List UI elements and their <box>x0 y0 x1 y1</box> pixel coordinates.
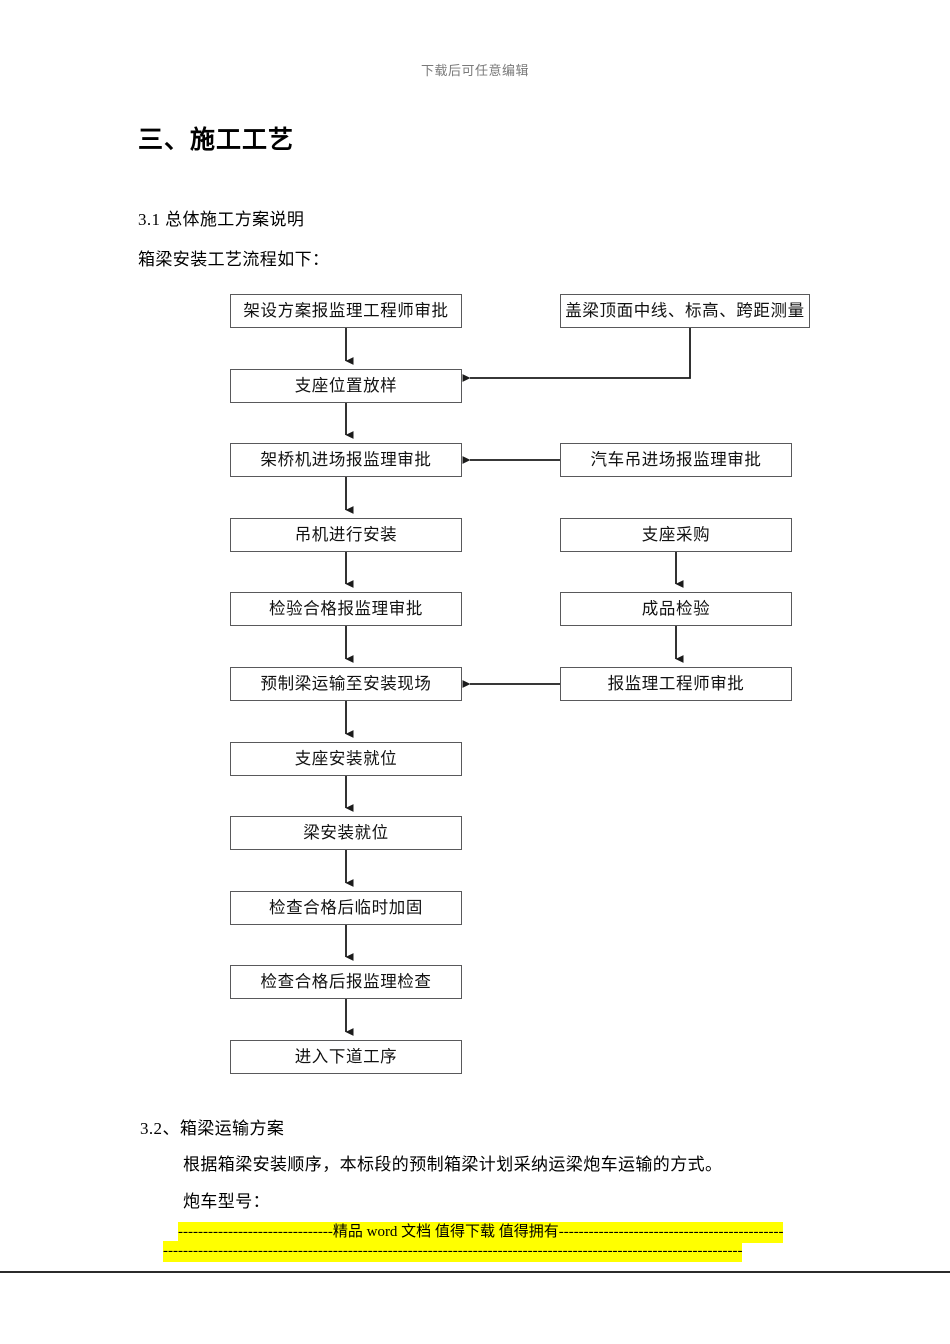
flow-node-L7[interactable]: 支座安装就位 <box>230 742 462 776</box>
footer-promo-text: 精品 word 文档 值得下载 值得拥有 <box>332 1224 559 1240</box>
flow-node-L8[interactable]: 梁安装就位 <box>230 816 462 850</box>
section-3-2-model-label: 炮车型号： <box>183 1192 270 1211</box>
flow-node-L10[interactable]: 检查合格后报监理检查 <box>230 965 462 999</box>
flow-node-label: 梁安装就位 <box>303 823 389 842</box>
page-footer: -------------------------------精品 word 文… <box>0 1222 950 1272</box>
flow-node-L6[interactable]: 预制梁运输至安装现场 <box>230 667 462 701</box>
footer-dash-line: ----------------------------------------… <box>163 1241 743 1262</box>
page-title: 三、施工工艺 <box>138 127 295 154</box>
footer-dash-prefix: ------------------------------- <box>178 1224 333 1240</box>
flow-node-L5[interactable]: 检验合格报监理审批 <box>230 592 462 626</box>
page-header-watermark: 下载后可任意编辑 <box>420 63 529 78</box>
flow-node-L11[interactable]: 进入下道工序 <box>230 1040 462 1074</box>
section-3-1-title: 3.1 总体施工方案说明 <box>138 210 305 229</box>
flow-node-R4[interactable]: 成品检验 <box>560 592 792 626</box>
flow-node-label: 检验合格报监理审批 <box>269 599 423 618</box>
flow-node-label: 支座安装就位 <box>294 749 398 768</box>
flow-node-label: 架设方案报监理工程师审批 <box>243 301 449 320</box>
flow-node-label: 吊机进行安装 <box>294 525 398 544</box>
flow-node-label: 汽车吊进场报监理审批 <box>590 450 762 469</box>
flow-node-label: 报监理工程师审批 <box>607 674 745 693</box>
flow-node-label: 支座采购 <box>641 525 711 544</box>
footer-promo-line: -------------------------------精品 word 文… <box>178 1222 784 1243</box>
section-3-2-title: 3.2、箱梁运输方案 <box>140 1119 285 1138</box>
flow-node-L3[interactable]: 架桥机进场报监理审批 <box>230 443 462 477</box>
flow-intro-text: 箱梁安装工艺流程如下： <box>138 250 330 269</box>
flow-node-R5[interactable]: 报监理工程师审批 <box>560 667 792 701</box>
flow-node-R3[interactable]: 支座采购 <box>560 518 792 552</box>
flow-node-R1[interactable]: 盖梁顶面中线、标高、跨距测量 <box>560 294 810 328</box>
flow-node-L4[interactable]: 吊机进行安装 <box>230 518 462 552</box>
flow-node-label: 检查合格后报监理检查 <box>260 972 432 991</box>
flow-node-L9[interactable]: 检查合格后临时加固 <box>230 891 462 925</box>
flow-node-label: 预制梁运输至安装现场 <box>260 674 432 693</box>
flow-node-L2[interactable]: 支座位置放样 <box>230 369 462 403</box>
section-3-2-body-paragraph: 根据箱梁安装顺序，本标段的预制箱梁计划采纳运梁炮车运输的方式。 <box>183 1155 723 1174</box>
flow-node-label: 支座位置放样 <box>294 376 398 395</box>
flow-node-R2[interactable]: 汽车吊进场报监理审批 <box>560 443 792 477</box>
flow-node-label: 架桥机进场报监理审批 <box>260 450 432 469</box>
flow-node-label: 盖梁顶面中线、标高、跨距测量 <box>565 301 805 320</box>
footer-rule <box>0 1271 950 1273</box>
footer-dash-suffix: ----------------------------------------… <box>558 1224 784 1240</box>
flow-node-label: 检查合格后临时加固 <box>269 898 423 917</box>
flow-node-L1[interactable]: 架设方案报监理工程师审批 <box>230 294 462 328</box>
flow-node-label: 进入下道工序 <box>294 1047 398 1066</box>
flow-node-label: 成品检验 <box>641 599 711 618</box>
